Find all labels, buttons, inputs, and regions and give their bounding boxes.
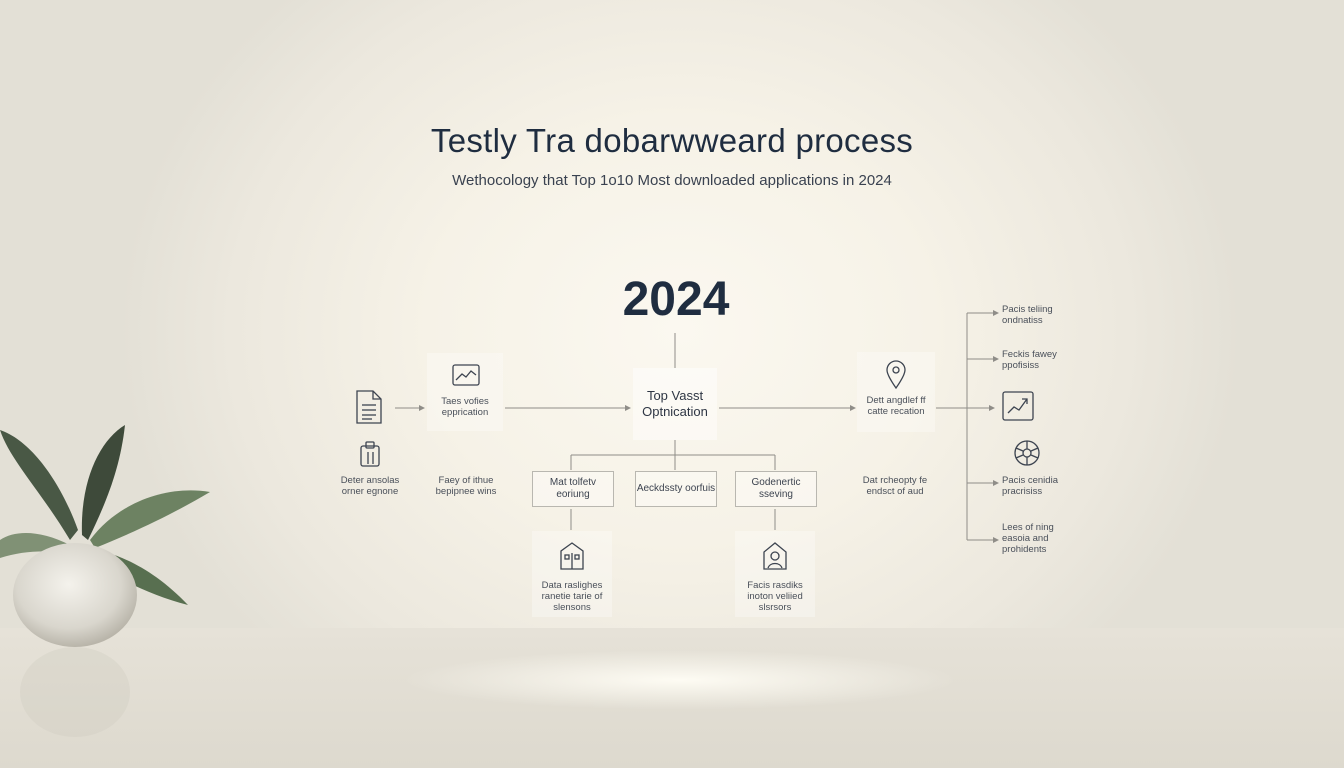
left-doc-label: Deter ansolas orner egnone bbox=[340, 475, 400, 497]
left-mid-label: Faey of ithue bepipnee wins bbox=[435, 475, 497, 497]
clipboard-icon bbox=[360, 441, 380, 467]
far-right-label-4: Lees of ning easoia and prohidents bbox=[1002, 522, 1054, 555]
left-app-label: Taes vofies epprication bbox=[441, 396, 489, 418]
right-pin-label: Dett angdlef ff catte recation bbox=[866, 395, 926, 417]
map-pin-icon bbox=[886, 360, 906, 390]
year-heading: 2024 bbox=[622, 273, 730, 326]
far-right-label-1: Pacis teliing ondnatiss bbox=[1002, 304, 1053, 326]
trend-chart-icon bbox=[1002, 391, 1034, 421]
middle-node-3[interactable]: Godenertic sseving bbox=[735, 471, 817, 507]
shield-person-icon bbox=[763, 542, 787, 570]
far-right-label-3: Pacis cenidia pracrisiss bbox=[1002, 475, 1058, 497]
floor-light-spot bbox=[400, 650, 960, 710]
page-title: Testly Tra dobarwweard process bbox=[430, 122, 914, 159]
middle-node-1[interactable]: Mat tolfetv eoriung bbox=[532, 471, 614, 507]
building-icon bbox=[560, 542, 584, 570]
right-low-label: Dat rcheopty fe endsct of aud bbox=[862, 475, 928, 497]
left-app-node[interactable]: Taes vofies epprication bbox=[427, 353, 503, 431]
far-right-label-2: Feckis fawey ppofisiss bbox=[1002, 349, 1057, 371]
page-subtitle: Wethocology that Top 1o10 Most downloade… bbox=[452, 172, 892, 189]
aperture-icon bbox=[1014, 440, 1040, 466]
bottom-node-1[interactable]: Data raslighes ranetie tarie of slensons bbox=[532, 531, 612, 617]
center-node[interactable]: Top Vasst Optnication bbox=[633, 368, 717, 440]
middle-node-2[interactable]: Aeckdssty oorfuis bbox=[635, 471, 717, 507]
document-icon bbox=[356, 390, 382, 424]
right-pin-node[interactable]: Dett angdlef ff catte recation bbox=[857, 352, 935, 432]
chart-window-icon bbox=[452, 364, 480, 386]
bottom-node-2[interactable]: Facis rasdiks inoton veliied slsrsors bbox=[735, 531, 815, 617]
bottom-label-2: Facis rasdiks inoton veliied slsrsors bbox=[747, 580, 803, 613]
bottom-label-1: Data raslighes ranetie tarie of slensons bbox=[541, 580, 603, 613]
potted-plant-image bbox=[0, 425, 210, 737]
